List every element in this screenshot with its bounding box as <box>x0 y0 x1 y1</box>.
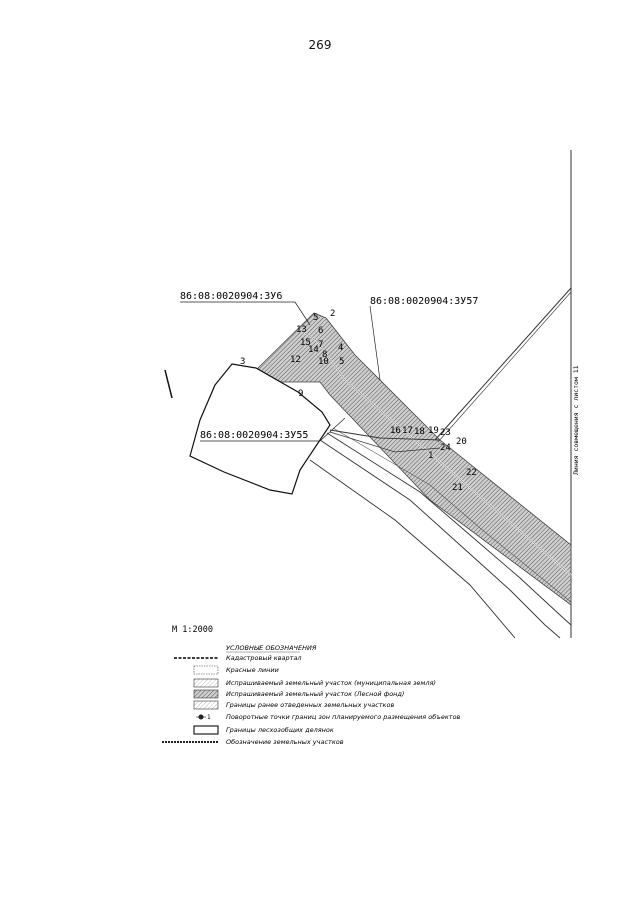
point-number: 22 <box>466 468 477 478</box>
legend-symbol-forest-fund <box>193 689 219 699</box>
legend: УСЛОВНЫЕ ОБОЗНАЧЕНИЯ Кадастровый квартал… <box>162 644 461 746</box>
point-number: 16 <box>390 426 401 436</box>
point-number: 4 <box>338 343 343 353</box>
point-number: 15 <box>300 338 311 348</box>
point-number: 8 <box>322 350 327 360</box>
legend-symbol-municipal <box>193 678 219 688</box>
diagonal-boundary <box>434 287 572 441</box>
point-number: 3 <box>240 357 245 367</box>
legend-symbol-red-lines <box>193 665 219 675</box>
legend-item-text: Границы ранее отведенных земельных участ… <box>226 701 394 709</box>
scale-label: М 1:2000 <box>172 625 213 635</box>
point-number: 18 <box>414 427 425 437</box>
road-line-4 <box>309 459 516 639</box>
legend-item-text: Кадастровый квартал <box>226 654 302 662</box>
point-number: 24 <box>440 443 451 453</box>
point-number: 6 <box>318 326 323 336</box>
legend-item-text: Границы лесхозобщих делянок <box>226 726 334 734</box>
point-numbers: 2 5 13 6 15 7 14 8 4 3 12 10 5 9 16 17 1… <box>240 309 477 493</box>
parcel-label-zu55: 86:08:0020904:ЗУ55 <box>200 430 308 441</box>
point-number: 13 <box>296 325 307 335</box>
point-number: 12 <box>290 355 301 365</box>
road-line-3 <box>332 427 572 603</box>
point-number: 9 <box>298 389 303 399</box>
sheet-join-note: Линия совмещения с листом 11 <box>572 365 580 475</box>
legend-item-text: Испрашиваемый земельный участок (Лесной … <box>226 690 404 698</box>
legend-symbol-forestry-plots <box>193 725 219 735</box>
legend-symbol-turning-point: 1 <box>196 714 211 721</box>
parcel-label-zu6: 86:08:0020904:ЗУ6 <box>180 291 282 302</box>
point-number: 5 <box>339 357 344 367</box>
page-number: 269 <box>308 38 332 52</box>
svg-text:1: 1 <box>207 714 211 721</box>
parcel-label-zu57: 86:08:0020904:ЗУ57 <box>370 296 478 307</box>
existing-parcel <box>189 363 331 495</box>
road-line-2 <box>326 432 572 626</box>
point-number: 1 <box>428 451 433 461</box>
point-number: 7 <box>318 340 323 350</box>
legend-item-text: Испрашиваемый земельный участок (муницип… <box>226 679 436 687</box>
legend-title: УСЛОВНЫЕ ОБОЗНАЧЕНИЯ <box>226 644 317 652</box>
legend-symbol-allotted <box>193 700 219 710</box>
point-number: 23 <box>440 428 451 438</box>
point-number: 2 <box>330 309 335 319</box>
point-number: 17 <box>402 426 413 436</box>
point-number: 21 <box>452 483 463 493</box>
point-number: 14 <box>308 345 319 355</box>
legend-item-text: Обозначение земельных участков <box>226 738 344 746</box>
road-line-1 <box>319 439 561 639</box>
point-number: 5 <box>313 313 318 323</box>
legend-item-text: Красные линии <box>226 666 279 674</box>
point-number: 20 <box>456 437 467 447</box>
point-number: 10 <box>318 357 329 367</box>
legend-item-text: Поворотные точки границ зон планируемого… <box>226 713 461 721</box>
point-number: 19 <box>428 426 439 436</box>
